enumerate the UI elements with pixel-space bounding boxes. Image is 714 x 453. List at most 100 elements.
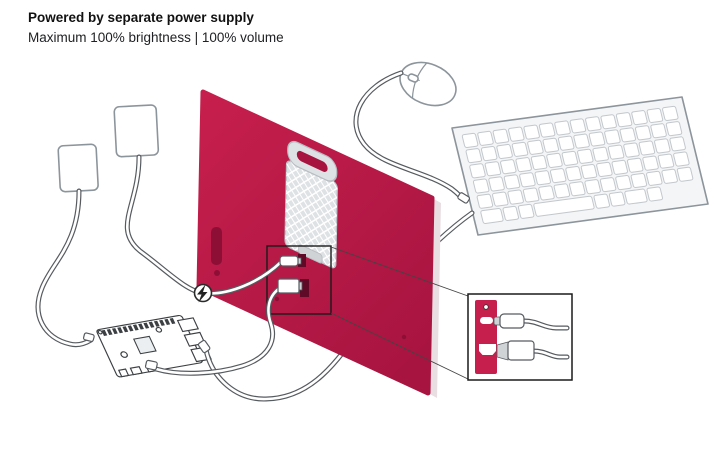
keyboard-key xyxy=(515,157,532,173)
keyboard-key xyxy=(634,125,652,141)
keyboard-key xyxy=(496,143,513,160)
keyboard-key xyxy=(534,170,552,186)
gpio-pin xyxy=(122,326,129,333)
monitor-screw xyxy=(401,334,407,340)
keyboard-key xyxy=(593,193,611,209)
keyboard-key xyxy=(561,150,579,166)
keyboard-key xyxy=(665,121,683,137)
lattice-line xyxy=(311,167,338,270)
keyboard-key xyxy=(604,129,621,145)
lattice-line xyxy=(284,167,314,227)
lattice-line xyxy=(284,186,338,246)
keyboard-key xyxy=(508,126,525,142)
stand-hinge xyxy=(298,244,323,264)
monitor-port-area xyxy=(277,254,309,297)
gpio-pin xyxy=(138,323,144,330)
keyboard-key xyxy=(654,138,671,154)
keyboard-key xyxy=(523,124,540,140)
keyboard-key xyxy=(554,120,571,136)
keyboard-key xyxy=(600,114,617,130)
power-led-icon xyxy=(483,304,489,310)
keyboard-key xyxy=(476,193,494,209)
lattice-line xyxy=(309,209,338,269)
lattice-line xyxy=(284,193,338,253)
keyboard-key xyxy=(522,187,540,203)
keyboard-key xyxy=(596,161,613,177)
raspberry-pi-board xyxy=(96,314,212,378)
keyboard-key xyxy=(615,112,633,128)
keyboard-key xyxy=(503,174,521,190)
lattice-line xyxy=(284,174,330,234)
usb-c-port-recess xyxy=(298,254,306,267)
keyboard-key xyxy=(646,170,663,186)
keyboard-key xyxy=(585,116,602,132)
keyboard xyxy=(451,96,709,236)
port-detail-inset xyxy=(467,293,573,381)
psu-to-pi-power-cable xyxy=(36,189,93,346)
psu-to-monitor-power-cable xyxy=(126,155,283,295)
lattice-line xyxy=(295,159,338,270)
keyboard-keys xyxy=(461,105,694,224)
pi-capacitor-icon xyxy=(120,351,128,358)
keyboard-key xyxy=(631,110,648,126)
keyboard-key xyxy=(502,205,520,221)
keyboard-key xyxy=(500,159,517,175)
gpio-pin xyxy=(153,320,160,327)
inset-usb-c-cable xyxy=(522,319,569,330)
keyboard-key xyxy=(461,132,479,148)
gpio-pin xyxy=(164,318,171,325)
keyboard-key xyxy=(599,177,617,193)
mouse-scroll-wheel-icon xyxy=(407,73,419,83)
keyboard-key xyxy=(607,144,625,160)
callout-line-bottom xyxy=(330,312,469,380)
psu-to-pi-power-cable xyxy=(35,188,94,348)
keyboard-key xyxy=(646,186,664,202)
keyboard-key xyxy=(584,179,601,195)
inset-hdmi-plug-tip xyxy=(496,341,509,361)
pi-usb-c-power-port-icon xyxy=(117,368,130,378)
pi-power-plug xyxy=(82,332,95,342)
keyboard-key xyxy=(608,191,626,207)
lattice-line xyxy=(284,159,312,269)
monitor-vent-slot xyxy=(211,227,222,265)
keyboard-key xyxy=(661,168,678,184)
hdmi-plug xyxy=(277,278,300,294)
keyboard-key xyxy=(492,191,509,207)
inset-usb-c-plug xyxy=(499,313,525,329)
gpio-pin xyxy=(127,325,134,332)
power-supply-small xyxy=(57,143,99,193)
lattice-line xyxy=(284,190,338,250)
keyboard-key xyxy=(619,127,637,143)
keyboard-key xyxy=(553,183,571,199)
keyboard-key xyxy=(673,151,690,167)
gpio-pin xyxy=(111,328,118,335)
monitor-screw xyxy=(214,270,220,276)
lattice-line xyxy=(303,163,338,270)
lattice-line xyxy=(284,170,322,231)
callout-rect xyxy=(266,245,332,315)
keyboard-key xyxy=(676,166,694,182)
pi-soc-chip-icon xyxy=(132,335,157,355)
lattice-line xyxy=(317,212,338,270)
power-supply-large xyxy=(113,104,160,158)
keyboard-key xyxy=(549,168,567,184)
keyboard-key xyxy=(611,159,629,175)
fold-out-stand xyxy=(284,140,338,270)
lattice-line xyxy=(284,163,306,223)
monitor-back xyxy=(196,89,441,398)
pi-capacitor-icon xyxy=(155,326,163,333)
keyboard-key xyxy=(519,172,536,188)
keyboard-key xyxy=(484,161,502,177)
keyboard-key xyxy=(488,176,505,192)
inset-hdmi-plug xyxy=(507,340,535,361)
keyboard-key xyxy=(527,139,544,155)
pi-hdmi-plug xyxy=(144,359,158,371)
callout-line-top xyxy=(330,246,469,297)
usb-c-plug xyxy=(279,255,299,267)
keyboard-key xyxy=(507,189,524,205)
inset-monitor-edge xyxy=(475,300,497,374)
gpio-pin xyxy=(169,318,176,325)
keyboard-key xyxy=(511,141,529,157)
gpio-pin xyxy=(117,327,124,334)
keyboard-key xyxy=(615,175,632,191)
